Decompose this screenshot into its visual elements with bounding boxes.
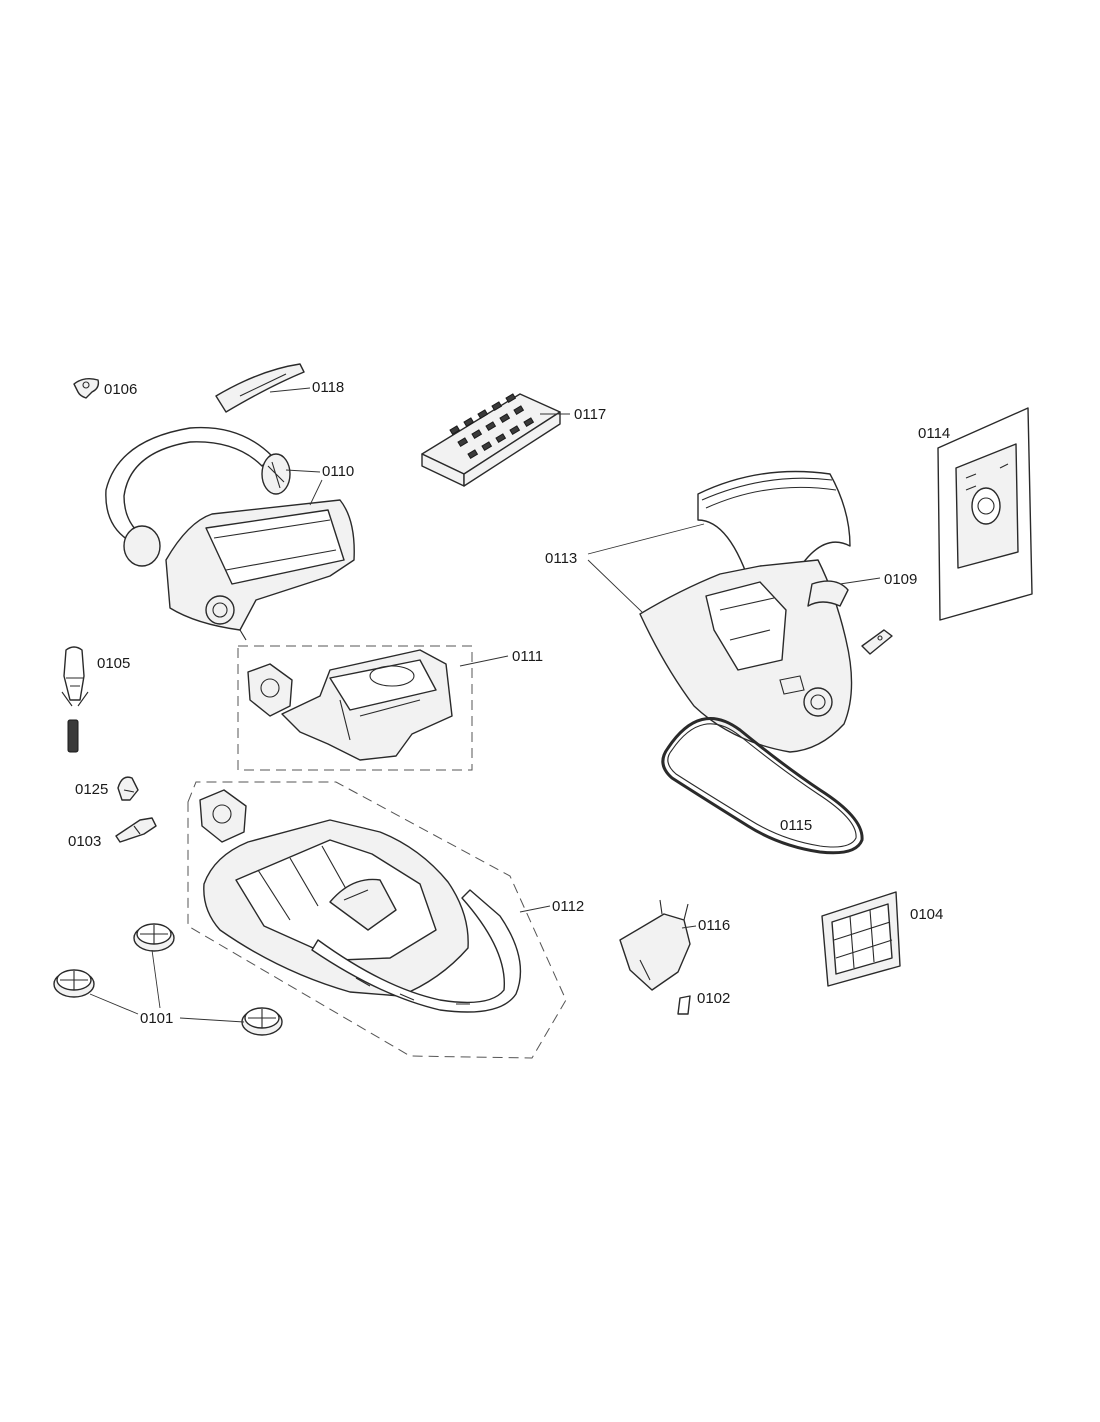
part-0109-seal xyxy=(807,580,849,607)
part-0114-dust-bag xyxy=(937,407,1033,621)
part-0117-filter-cassette xyxy=(421,393,561,487)
part-0113-lid xyxy=(639,470,853,753)
callout-0105: 0105 xyxy=(97,655,130,672)
callout-0113: 0113 xyxy=(545,550,577,567)
part-0103-connector xyxy=(115,817,157,843)
callout-0118: 0118 xyxy=(312,379,344,396)
callout-0111: 0111 xyxy=(512,648,543,665)
callout-0112: 0112 xyxy=(552,898,584,915)
part-0106-clip xyxy=(73,377,100,399)
part-0104-exhaust-filter xyxy=(821,891,901,987)
part-0105-spring xyxy=(67,719,79,753)
callout-0104: 0104 xyxy=(910,906,943,923)
part-0101-wheel-right xyxy=(241,1007,283,1036)
part-0102-plate xyxy=(677,995,691,1015)
callout-0116: 0116 xyxy=(698,917,730,934)
callout-0109: 0109 xyxy=(884,571,917,588)
part-0116-bracket xyxy=(619,899,691,991)
part-0118-handle-cover xyxy=(215,363,305,413)
callout-0117: 0117 xyxy=(574,406,606,423)
part-0125-clip xyxy=(117,776,139,801)
group-0112-base xyxy=(187,781,567,1059)
part-0110-upper-housing xyxy=(105,426,355,641)
callout-0115: 0115 xyxy=(780,817,812,834)
part-0115-gasket xyxy=(661,716,864,855)
callout-0103: 0103 xyxy=(68,833,101,850)
callout-0110: 0110 xyxy=(322,463,354,480)
callout-0106: 0106 xyxy=(104,381,137,398)
callout-0125: 0125 xyxy=(75,781,108,798)
part-0101-wheel-left xyxy=(53,969,95,998)
callout-0102: 0102 xyxy=(697,990,730,1007)
group-0111-box xyxy=(237,645,473,771)
callout-0101: 0101 xyxy=(140,1010,173,1027)
part-0101-wheel-upper xyxy=(133,923,175,952)
callout-0114: 0114 xyxy=(918,425,950,442)
part-latch-small xyxy=(861,629,893,655)
part-0105-pin xyxy=(61,646,89,707)
